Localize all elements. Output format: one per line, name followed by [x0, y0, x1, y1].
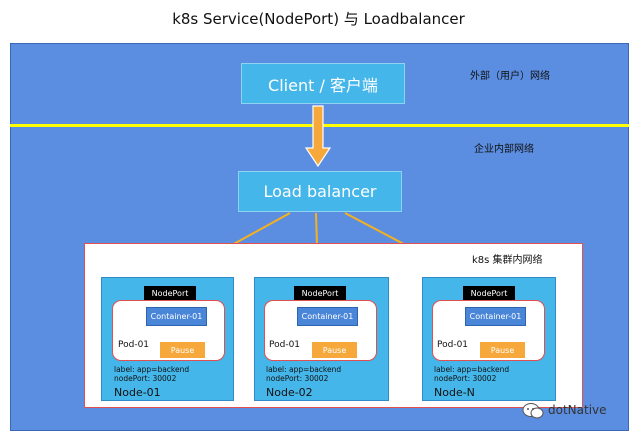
client-label: Client / 客户端	[268, 75, 378, 95]
node-n-nodeport: NodePort	[463, 286, 515, 301]
node-01-port-text: nodePort: 30002	[114, 374, 177, 383]
internal-network-label: 企业内部网络	[474, 144, 534, 155]
load-balancer-label: Load balancer	[263, 182, 377, 201]
node-02-pause: Pause	[312, 342, 357, 358]
node-n-label-text: label: app=backend	[434, 365, 510, 374]
cluster-network-label: k8s 集群内网络	[472, 255, 543, 266]
node-n-name: Node-N	[434, 386, 475, 399]
node-01-container: Container-01	[146, 307, 207, 326]
client-box: Client / 客户端	[241, 63, 405, 104]
node-n-port-text: nodePort: 30002	[434, 374, 497, 383]
external-network-label: 外部（用户）网络	[470, 71, 550, 82]
load-balancer-box: Load balancer	[238, 171, 402, 212]
node-02-label-text: label: app=backend	[266, 365, 342, 374]
diagram-title: k8s Service(NodePort) 与 Loadbalancer	[172, 10, 465, 28]
node-01-pod-label: Pod-01	[118, 340, 150, 350]
node-02-port-text: nodePort: 30002	[266, 374, 329, 383]
watermark-text: dotNative	[548, 403, 607, 417]
node-02-container: Container-01	[297, 307, 358, 326]
node-02-name: Node-02	[266, 386, 313, 399]
node-n-container: Container-01	[465, 307, 526, 326]
node-01-label-text: label: app=backend	[114, 365, 190, 374]
node-n-pod-label: Pod-01	[437, 340, 469, 350]
node-n-pause: Pause	[480, 342, 525, 358]
node-01-name: Node-01	[114, 386, 161, 399]
node-02-pod-label: Pod-01	[269, 340, 301, 350]
node-02-nodeport: NodePort	[294, 286, 346, 301]
node-01-nodeport: NodePort	[144, 286, 196, 301]
client-to-lb-arrow	[304, 105, 332, 168]
wechat-icon	[522, 403, 544, 419]
node-01-pause: Pause	[160, 342, 205, 358]
